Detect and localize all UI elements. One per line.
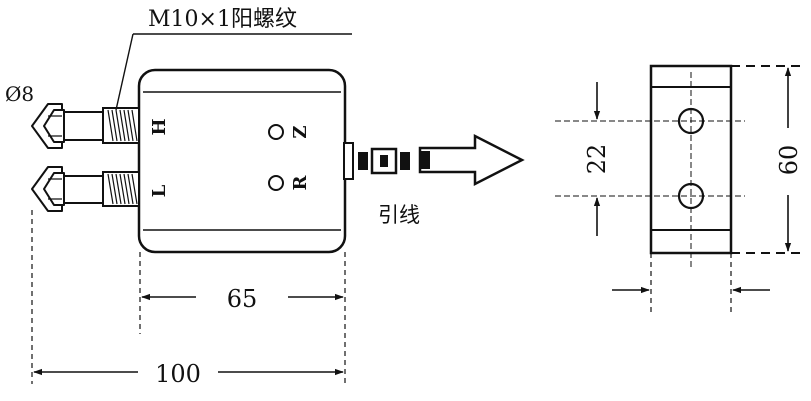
terminal-z-label: Z bbox=[290, 125, 311, 138]
thread-fitting-bottom bbox=[102, 171, 140, 207]
thread-callout-label: M10×1阳螺纹 bbox=[148, 7, 297, 32]
terminal-r-label: R bbox=[290, 174, 311, 190]
dim-22-label: 22 bbox=[583, 144, 611, 175]
terminal-z-circle bbox=[268, 124, 284, 140]
dim-100-label: 100 bbox=[155, 360, 201, 388]
view-direction-arrow bbox=[418, 133, 525, 187]
side-view: 60 22 bbox=[555, 64, 806, 312]
sensor-body bbox=[137, 68, 347, 254]
thread-fitting-top bbox=[102, 107, 140, 144]
diameter-label: Ø8 bbox=[5, 82, 34, 106]
thread-callout-leader bbox=[115, 33, 352, 111]
lead-wire bbox=[358, 147, 410, 175]
hose-nozzle-top bbox=[31, 103, 104, 149]
lead-wire-label: 引线 bbox=[378, 203, 420, 227]
front-view: M10×1阳螺纹 Ø8 H L Z R 引线 bbox=[5, 7, 525, 388]
port-high-label: H bbox=[149, 118, 170, 135]
port-low-label: L bbox=[149, 184, 170, 197]
cable-gland bbox=[343, 142, 354, 180]
dim-65-label: 65 bbox=[227, 285, 258, 313]
terminal-r-circle bbox=[268, 175, 284, 191]
arrow-tail-block bbox=[420, 151, 430, 169]
hose-nozzle-bottom bbox=[31, 166, 104, 212]
dim-60-label: 60 bbox=[775, 145, 803, 176]
